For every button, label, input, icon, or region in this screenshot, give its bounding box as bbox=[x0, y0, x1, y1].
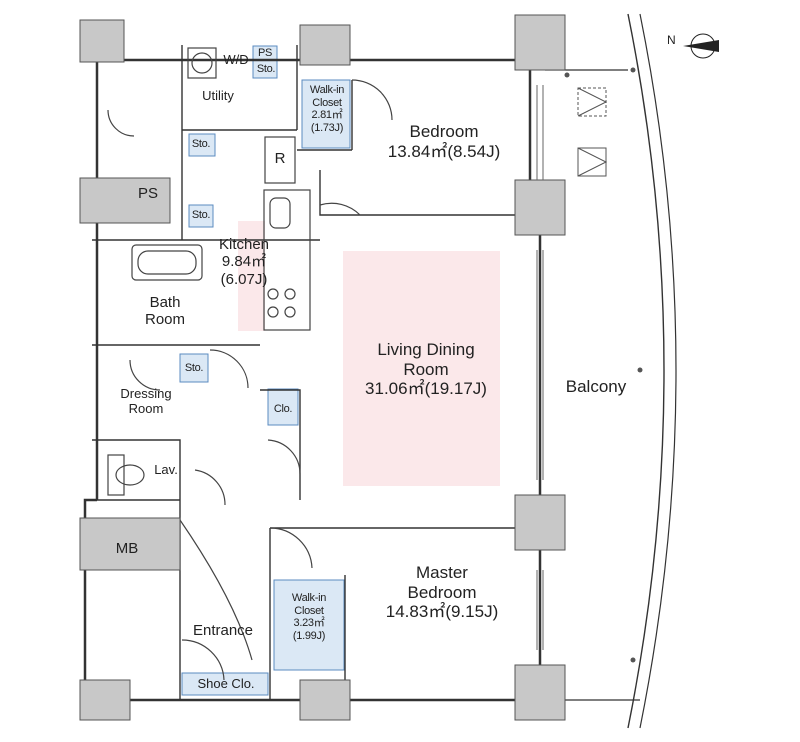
column bbox=[79, 19, 125, 63]
sto-left-1-fill bbox=[188, 133, 216, 157]
toilet-bowl bbox=[115, 464, 145, 486]
mb-box bbox=[79, 517, 181, 571]
sto-left-2-fill bbox=[188, 204, 214, 228]
door-entrance bbox=[181, 639, 225, 681]
column bbox=[514, 179, 566, 236]
sto-top-label: Sto. bbox=[256, 63, 276, 75]
toilet-tank bbox=[107, 454, 125, 496]
utility-label: Utility bbox=[202, 88, 234, 103]
shoe-closet-fill bbox=[181, 672, 269, 696]
mb-label: MB bbox=[115, 540, 139, 557]
window bbox=[536, 250, 544, 480]
column bbox=[299, 24, 351, 66]
window bbox=[536, 85, 544, 180]
bathtub bbox=[131, 244, 203, 281]
balcony-outline bbox=[627, 13, 665, 729]
ac-unit bbox=[577, 87, 607, 117]
washer-box bbox=[187, 47, 217, 79]
compass-icon bbox=[683, 33, 719, 59]
balcony-label: Balcony bbox=[565, 377, 627, 396]
door-bedroom bbox=[351, 79, 393, 121]
wd-label: W/D bbox=[223, 52, 249, 67]
refrigerator-box bbox=[264, 136, 296, 184]
refrigerator-label: R bbox=[274, 150, 286, 167]
column bbox=[514, 494, 566, 551]
column bbox=[79, 679, 131, 721]
north-label: N bbox=[667, 33, 676, 47]
ps-top-label: PS bbox=[257, 47, 273, 59]
closet-label: Clo. bbox=[273, 403, 293, 415]
sto-top-fill bbox=[252, 45, 278, 79]
kitchen-counter bbox=[263, 189, 311, 331]
sto-left-2-label: Sto. bbox=[191, 209, 211, 221]
ps-shaft bbox=[79, 177, 171, 224]
sto-bath-fill bbox=[179, 353, 209, 383]
sto-left-1-label: Sto. bbox=[191, 138, 211, 150]
ps-left-label: PS bbox=[137, 185, 159, 202]
closet-fill bbox=[267, 388, 299, 426]
column bbox=[514, 664, 566, 721]
walkin-closet-1-fill bbox=[301, 79, 351, 149]
ac-unit bbox=[577, 147, 607, 177]
entrance-label: Entrance bbox=[192, 622, 254, 639]
lavatory-label: Lav. bbox=[154, 462, 178, 477]
column bbox=[299, 679, 351, 721]
sto-bath-label: Sto. bbox=[184, 362, 204, 374]
column bbox=[514, 14, 566, 71]
living-area-highlight bbox=[343, 251, 500, 486]
sink bbox=[269, 197, 291, 229]
shoe-closet-label: Shoe Clo. bbox=[197, 676, 255, 691]
stove-burner bbox=[267, 288, 279, 300]
walkin-closet-2-fill bbox=[273, 579, 345, 671]
window bbox=[536, 570, 544, 650]
